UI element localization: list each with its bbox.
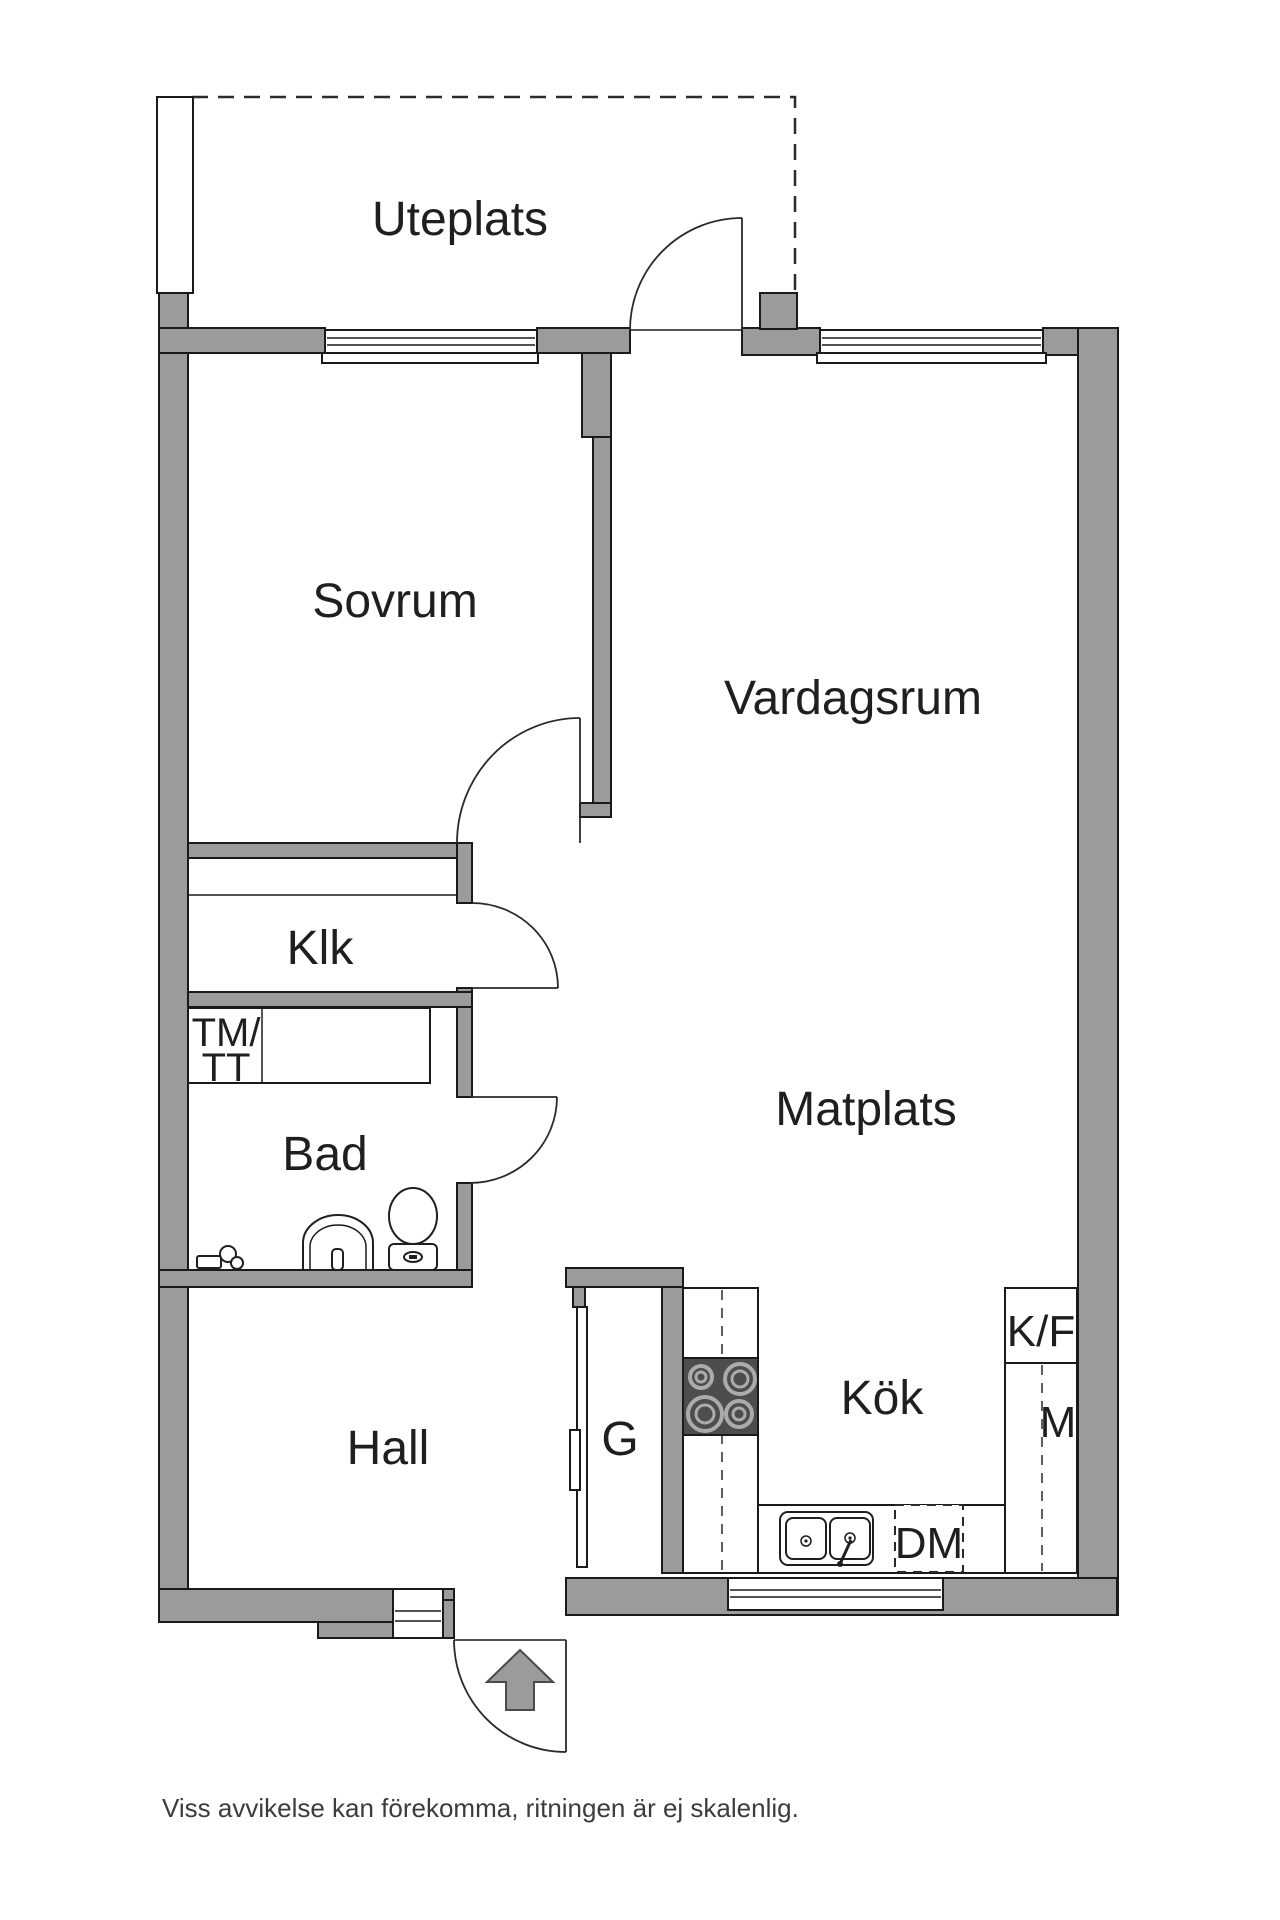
wall-wardrobe-right xyxy=(661,1286,684,1574)
bedroom-window xyxy=(324,329,538,354)
radiator-knob-icon xyxy=(219,1245,237,1263)
laundry-bench xyxy=(187,1007,431,1084)
sink-faucet-icon xyxy=(838,1539,853,1565)
label-laundry-2: TT xyxy=(202,1046,251,1090)
stove-burner-icon xyxy=(694,1403,716,1425)
bathroom-fixtures xyxy=(196,1187,438,1271)
label-hall: Hall xyxy=(347,1422,430,1475)
kitchen-sink-bowl xyxy=(785,1517,827,1560)
closet-door-swing xyxy=(471,902,559,989)
sink-faucet-base xyxy=(837,1561,843,1567)
stove-burner-icon xyxy=(731,1406,747,1422)
kitchen-window xyxy=(727,1577,944,1611)
disclaimer-text: Viss avvikelse kan förekomma, ritningen … xyxy=(162,1793,799,1823)
wall-divider-upper xyxy=(581,352,612,438)
room-labels: Uteplats Sovrum Vardagsrum Klk TM/ TT Ba… xyxy=(192,193,1077,1568)
wall-closet-bottom xyxy=(187,991,473,1008)
wall-jamb-bedroom-door xyxy=(456,842,473,904)
wardrobe-sliding-door-2 xyxy=(569,1429,581,1491)
bath-sink-tap-icon xyxy=(331,1248,344,1271)
wall-wardrobe-top xyxy=(565,1267,684,1288)
radiator-icon xyxy=(196,1255,222,1269)
bath-sink-inner-line xyxy=(309,1224,367,1270)
wall-divider-lower xyxy=(592,436,612,804)
label-closet: Klk xyxy=(287,922,355,975)
stove-burner-icon xyxy=(686,1395,724,1433)
wall-bath-right-upper xyxy=(456,1006,473,1098)
label-wardrobe: G xyxy=(601,1413,638,1466)
sink-drain-dot xyxy=(848,1536,852,1540)
wall-left xyxy=(158,292,189,1623)
wall-balcony-pillar-base xyxy=(741,327,821,356)
patio-dashed-boundary xyxy=(192,95,797,293)
wall-bottom-step xyxy=(317,1621,394,1639)
bedroom-window-sill xyxy=(321,352,539,364)
stove-burner-icon xyxy=(688,1364,714,1390)
stove-burner-icon xyxy=(723,1362,757,1396)
toilet-button-dot xyxy=(409,1255,417,1259)
closet-laundry xyxy=(187,894,457,1084)
wall-right xyxy=(1077,327,1119,1616)
label-fridge-freezer: K/F xyxy=(1007,1307,1075,1356)
entry-door-swing xyxy=(453,1639,567,1753)
stove-burner-icon xyxy=(724,1399,754,1429)
bath-sink-icon xyxy=(302,1214,374,1271)
label-bedroom: Sovrum xyxy=(312,575,477,628)
fridge-freezer-box xyxy=(1004,1287,1078,1364)
label-dining: Matplats xyxy=(775,1083,956,1136)
windows xyxy=(321,329,1047,1639)
wall-bath-bottom xyxy=(158,1269,473,1288)
wall-entry-jamb xyxy=(442,1599,455,1639)
kitchen-counter-right xyxy=(1004,1362,1078,1574)
stove-burner-icon xyxy=(730,1369,750,1389)
stove-burner-icon xyxy=(694,1370,708,1384)
entrance-arrow-icon xyxy=(484,1648,556,1711)
livingroom-window-sill xyxy=(816,352,1047,364)
sink-drain-dot xyxy=(804,1539,808,1543)
label-kitchen: Kök xyxy=(841,1372,925,1425)
dishwasher-box xyxy=(894,1504,964,1573)
livingroom-window xyxy=(819,329,1044,354)
wall-wardrobe-jamb xyxy=(572,1286,586,1308)
wall-balcony-pillar-stem xyxy=(759,292,798,330)
label-dishwasher: DM xyxy=(895,1519,963,1568)
label-livingroom: Vardagsrum xyxy=(724,672,982,725)
bedroom-door-swing xyxy=(456,717,581,844)
patio-screen-wall xyxy=(156,96,194,294)
doors xyxy=(453,217,743,1753)
label-bathroom: Bad xyxy=(282,1128,367,1181)
wall-divider-foot xyxy=(579,802,612,818)
label-laundry-1: TM/ xyxy=(192,1011,262,1055)
label-patio: Uteplats xyxy=(372,193,548,246)
sink-drain-icon xyxy=(800,1535,812,1547)
patio-outline xyxy=(156,95,797,294)
kitchen-fixtures xyxy=(682,1287,1078,1574)
bathroom-door-swing xyxy=(469,1096,558,1184)
wall-top-b xyxy=(536,327,631,354)
entry-sidelight xyxy=(392,1588,444,1639)
label-appliance-m: M xyxy=(1040,1398,1077,1447)
wall-top-a xyxy=(158,327,326,354)
wall-bedroom-bottom xyxy=(187,842,458,859)
toilet-bowl-icon xyxy=(388,1187,438,1245)
balcony-door-swing xyxy=(629,217,743,331)
radiator-knob-icon xyxy=(230,1256,244,1270)
